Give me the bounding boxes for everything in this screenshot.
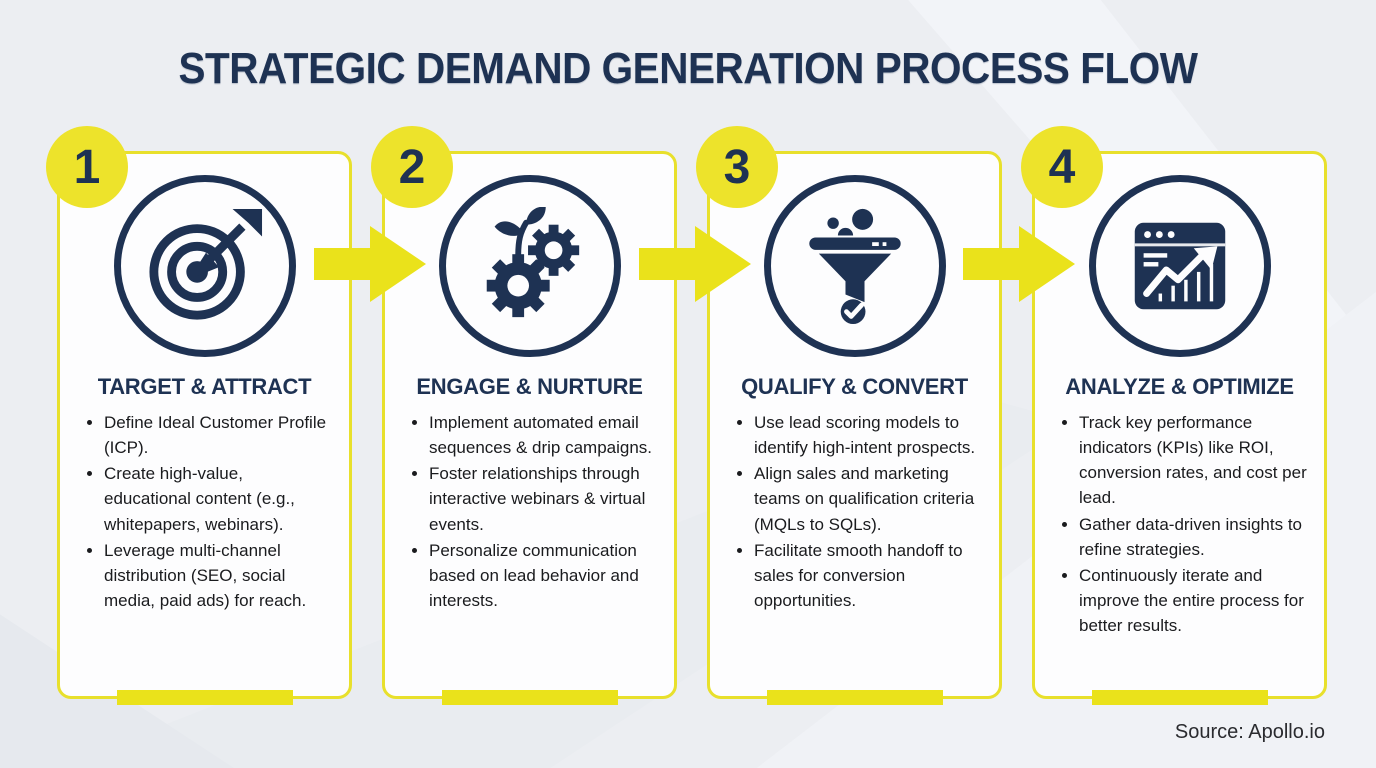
bullet-item: Use lead scoring models to identify high… [754, 410, 983, 460]
step-bullets: Track key performance indicators (KPIs) … [1059, 410, 1308, 638]
flow-arrow-icon [963, 226, 1075, 302]
step-number-badge: 4 [1021, 126, 1103, 208]
step-number-badge: 2 [371, 126, 453, 208]
flow-arrow-icon [639, 226, 751, 302]
target-icon [113, 175, 296, 357]
page-title: STRATEGIC DEMAND GENERATION PROCESS FLOW [178, 44, 1198, 93]
analytics-chart-icon [1088, 175, 1271, 357]
card-accent-bar [441, 690, 618, 705]
card-accent-bar [116, 690, 293, 705]
step-card-analyze-optimize: 4 ANALYZE & OPTIMI [1021, 126, 1327, 705]
bullet-item: Create high-value, educational content (… [104, 461, 333, 536]
step-bullets: Implement automated email sequences & dr… [409, 410, 658, 613]
bullet-item: Foster relationships through interactive… [429, 461, 658, 536]
card-accent-bar [1091, 690, 1268, 705]
step-title: ANALYZE & OPTIMIZE [1065, 374, 1294, 399]
step-title: QUALIFY & CONVERT [741, 374, 968, 399]
step-card-qualify-convert: 3 QUALIFY & CONVERT Use lead scoring mod… [696, 126, 1002, 705]
bullet-item: Leverage multi-channel distribution (SEO… [104, 538, 333, 613]
funnel-check-icon [763, 175, 946, 357]
bullet-item: Facilitate smooth handoff to sales for c… [754, 538, 983, 613]
bullet-item: Personalize communication based on lead … [429, 538, 658, 613]
step-bullets: Use lead scoring models to identify high… [734, 410, 983, 613]
bullet-item: Gather data-driven insights to refine st… [1079, 512, 1308, 562]
step-bullets: Define Ideal Customer Profile (ICP). Cre… [84, 410, 333, 613]
bullet-item: Continuously iterate and improve the ent… [1079, 563, 1308, 638]
bullet-item: Align sales and marketing teams on quali… [754, 461, 983, 536]
step-title: TARGET & ATTRACT [97, 374, 312, 399]
bullet-item: Define Ideal Customer Profile (ICP). [104, 410, 333, 460]
gears-growth-icon [438, 175, 621, 357]
bullet-item: Track key performance indicators (KPIs) … [1079, 410, 1308, 511]
source-attribution: Source: Apollo.io [1174, 721, 1325, 743]
card-accent-bar [766, 690, 943, 705]
step-card-target-attract: 1 TARGET & ATTRACT Define Ideal Customer… [46, 126, 352, 705]
flow-arrow-icon [314, 226, 426, 302]
step-number-badge: 1 [46, 126, 128, 208]
step-number-badge: 3 [696, 126, 778, 208]
step-card-engage-nurture: 2 [371, 126, 677, 705]
step-title: ENGAGE & NURTURE [416, 374, 643, 399]
bullet-item: Implement automated email sequences & dr… [429, 410, 658, 460]
